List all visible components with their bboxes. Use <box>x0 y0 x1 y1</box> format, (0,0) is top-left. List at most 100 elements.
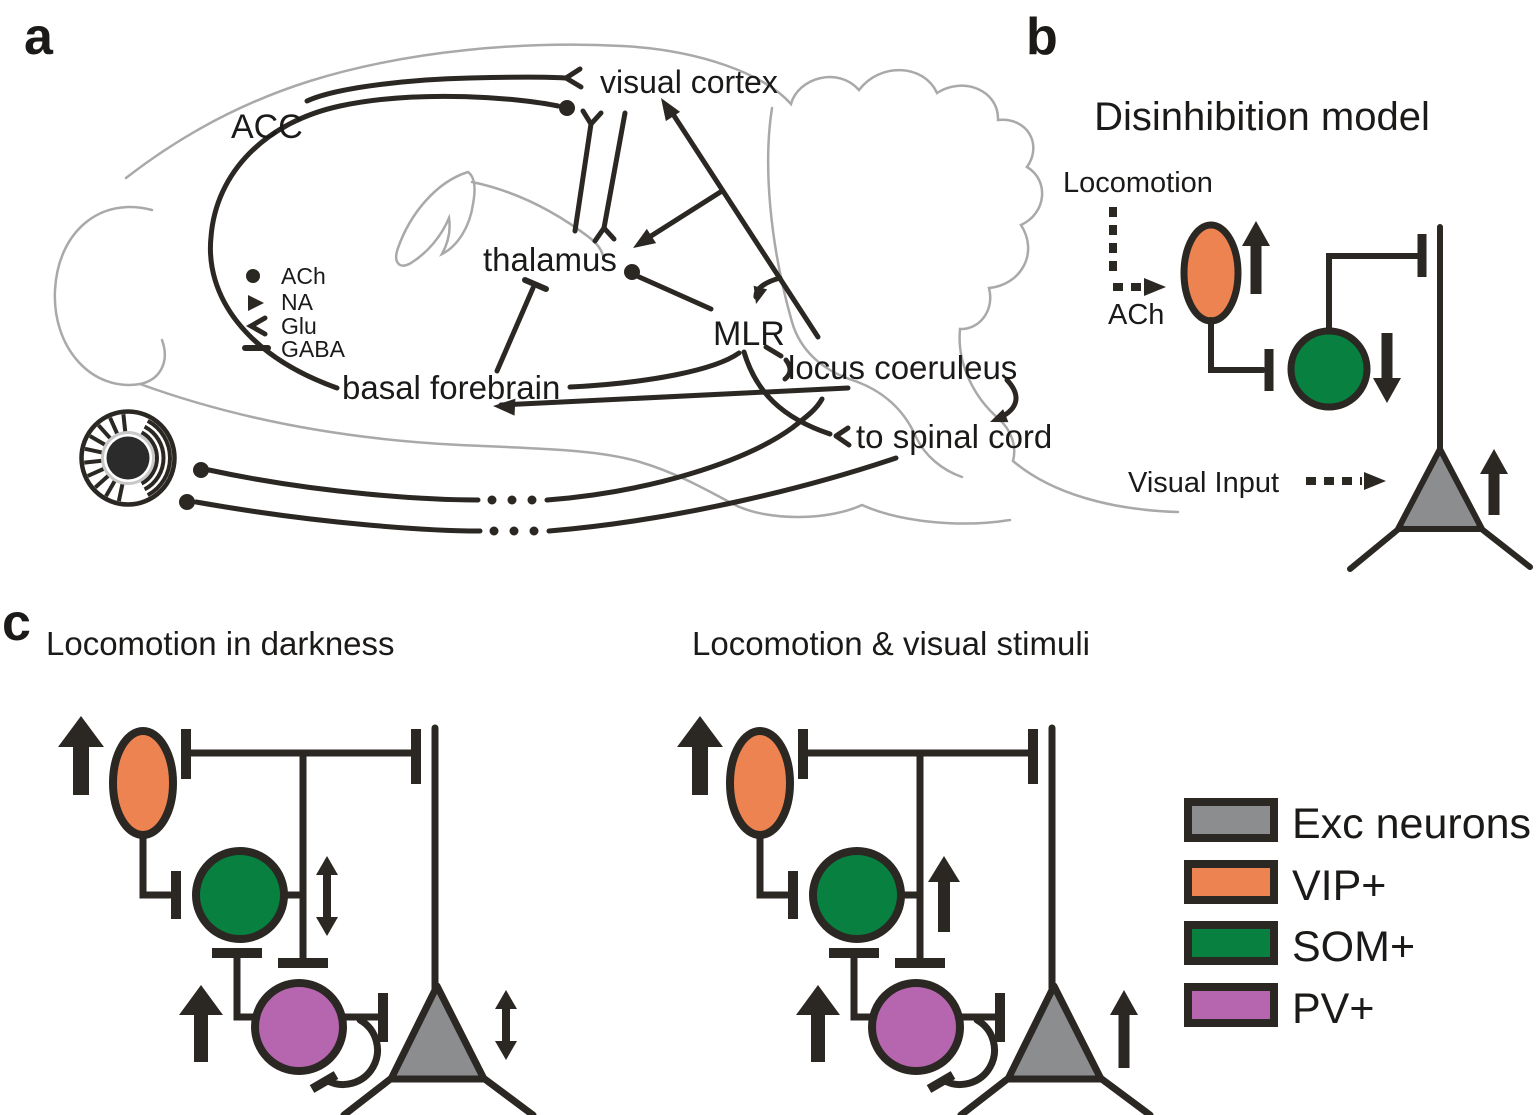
mlr-to-thalamus-path <box>634 273 714 312</box>
double-arrow-icon <box>495 990 517 1060</box>
locomotion-label: Locomotion <box>1063 167 1213 199</box>
big-up-arrow-icon <box>58 716 104 795</box>
up-arrow-icon <box>928 856 960 932</box>
big-up-arrow-icon <box>677 716 723 795</box>
glu-terminal <box>580 108 604 127</box>
legend-swatch-vip <box>1184 860 1278 904</box>
glu-terminal <box>833 425 852 448</box>
up-arrow-icon <box>1242 221 1270 294</box>
visual-cortex-label: visual cortex <box>600 64 778 100</box>
vip-neuron <box>109 727 177 839</box>
na-label: NA <box>281 289 314 315</box>
retina-node <box>179 494 195 510</box>
retina-path-lower <box>546 455 899 534</box>
na-arrowhead <box>633 228 657 248</box>
acc-to-cortex-path <box>304 74 568 104</box>
up-arrow-icon <box>1480 449 1508 515</box>
left-circuit-title: Locomotion in darkness <box>46 625 395 662</box>
legend-swatch-exc <box>1184 798 1278 842</box>
glu-terminal <box>563 66 584 90</box>
mlr-to-bf-path <box>567 350 742 390</box>
legend-swatch-pv <box>1184 983 1278 1027</box>
vip-axon <box>139 829 174 899</box>
vip-axon <box>1208 317 1266 373</box>
eye-icon <box>79 409 177 507</box>
legend-swatch-som <box>1184 921 1278 965</box>
glu-terminal <box>592 225 617 244</box>
cell-type-legend: Exc neurons VIP+ SOM+ PV+ <box>1184 798 1531 1033</box>
pv-neuron <box>868 979 964 1075</box>
arrowhead <box>1364 472 1386 490</box>
lc-to-cortex-path <box>666 105 821 340</box>
panel-a: a <box>24 8 1180 536</box>
autapse-terminal <box>309 1071 339 1093</box>
pyramidal-neuron <box>1395 446 1485 532</box>
legend-label-som: SOM+ <box>1292 923 1415 971</box>
hippocampus-shape <box>394 170 476 267</box>
pv-axon <box>233 951 259 1021</box>
big-up-arrow-icon <box>796 985 840 1062</box>
legend-label-pv: PV+ <box>1292 985 1374 1033</box>
down-arrow-icon <box>1373 333 1401 403</box>
gaba-terminal <box>522 277 549 292</box>
double-arrow-icon <box>316 856 338 936</box>
panel-b-label: b <box>1026 8 1058 66</box>
gaba-label: GABA <box>281 336 346 362</box>
pv-autapse-loop <box>322 1016 381 1088</box>
bf-to-thalamus-path <box>494 285 536 374</box>
mlr-lc-connector <box>763 344 793 382</box>
vip-neuron <box>726 727 794 839</box>
pathways <box>179 66 1019 536</box>
na-arrowhead <box>661 98 681 122</box>
up-arrow-icon <box>1110 990 1138 1068</box>
na-arrowhead <box>493 398 516 416</box>
neurotransmitter-legend: ACh NA Glu GABA <box>242 263 346 362</box>
arrowhead <box>1144 278 1166 296</box>
panel-c-label: c <box>2 594 31 652</box>
big-up-arrow-icon <box>179 985 223 1062</box>
som-neuron <box>1287 327 1371 411</box>
right-circuit-title: Locomotion & visual stimuli <box>692 625 1090 662</box>
som-neuron <box>809 847 905 943</box>
legend-label-exc: Exc neurons <box>1292 800 1531 848</box>
pv-axon <box>850 951 876 1021</box>
arrowhead <box>753 285 768 304</box>
lc-to-bf-path <box>498 385 851 408</box>
glu-chevron-icon <box>245 315 268 337</box>
acc-label: ACC <box>231 108 303 146</box>
panel-b: b Disinhibition model Locomotion ACh Vis… <box>1026 8 1533 572</box>
som-axon <box>1326 253 1420 333</box>
legend-label-vip: VIP+ <box>1292 862 1386 910</box>
pv-autapse-loop <box>939 1016 998 1088</box>
panel-a-label: a <box>24 8 54 66</box>
retina-path-upper <box>206 467 481 503</box>
ach-label: ACh <box>1108 299 1164 331</box>
vip-neuron <box>1180 221 1242 325</box>
pupil <box>106 436 150 480</box>
ach-label: ACh <box>281 263 326 289</box>
visual-input-label: Visual Input <box>1128 467 1279 499</box>
ach-terminal <box>559 100 575 116</box>
mlr-to-spinal-path <box>741 349 833 437</box>
circuit-darkness <box>58 716 537 1115</box>
pyramidal-neuron <box>1004 982 1105 1083</box>
basal-dendrites <box>1347 524 1533 572</box>
circuit-visual-stimuli <box>677 716 1154 1115</box>
basal-dendrites <box>340 1073 537 1115</box>
retina-node <box>193 462 209 478</box>
mlr-label: MLR <box>713 315 785 353</box>
pyramidal-neuron <box>387 982 488 1083</box>
arrowhead <box>990 409 1009 423</box>
locus-coeruleus-label: locus coeruleus <box>788 349 1017 386</box>
path-break-dots <box>487 495 539 536</box>
retina-path-upper <box>544 396 825 503</box>
mouse-brain-outline <box>53 43 1180 525</box>
panel-c: c Locomotion in darkness Locomotion & vi… <box>2 594 1531 1115</box>
bf-to-cortex-path <box>207 93 561 391</box>
cortex-cerebellum-outline <box>124 43 1044 463</box>
vip-axon <box>756 829 791 899</box>
autapse-terminal <box>926 1071 956 1093</box>
pv-neuron <box>251 979 347 1075</box>
ach-dot-icon <box>246 269 260 283</box>
